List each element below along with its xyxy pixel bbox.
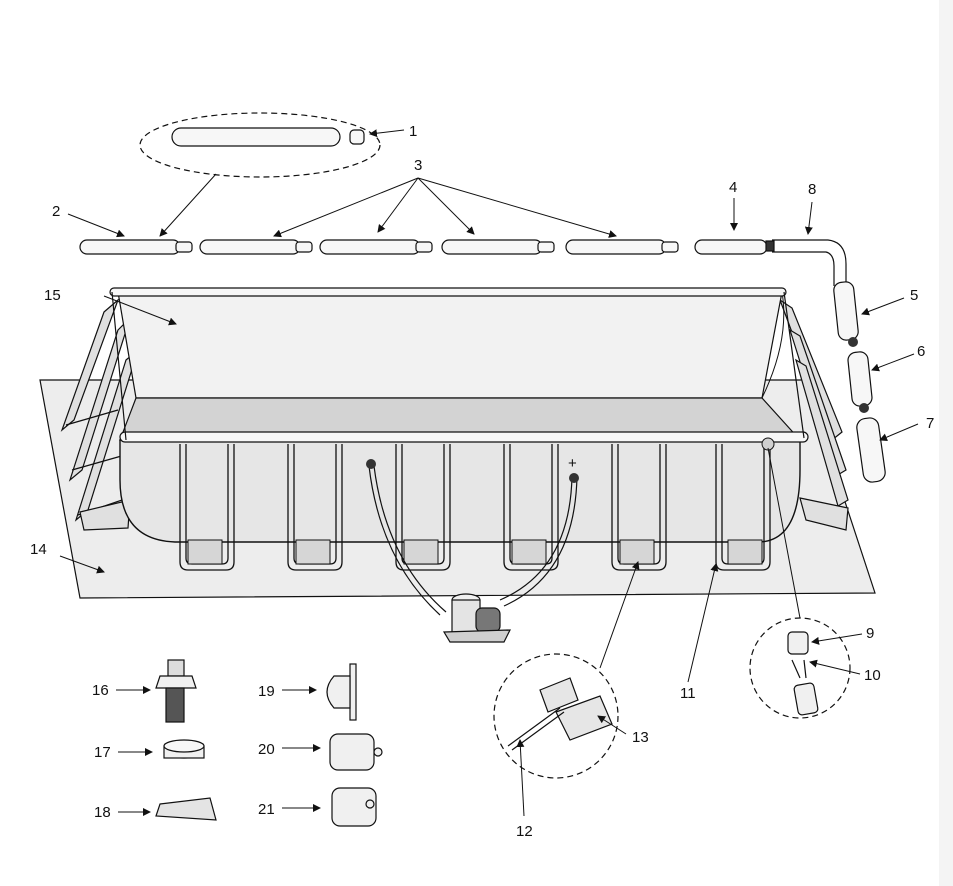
callout-16: 16 — [92, 682, 109, 699]
callout-8: 8 — [808, 181, 816, 198]
pool-wall — [119, 439, 801, 543]
callout-17: 17 — [94, 744, 111, 761]
leg-feet — [187, 539, 763, 565]
top-rail-back — [109, 287, 787, 297]
clip-parts — [507, 677, 613, 751]
leg-pipes — [833, 281, 886, 483]
group-12-13-outline — [493, 653, 619, 779]
accessory-parts — [155, 659, 383, 827]
pump-hoses — [368, 465, 578, 616]
callout-7: 7 — [926, 415, 934, 432]
corner-elbow-pipe — [765, 239, 847, 286]
seal-plug-parts — [787, 631, 819, 716]
top-rail-front — [119, 431, 809, 443]
beam-pipes — [79, 239, 768, 255]
callout-5: 5 — [910, 287, 918, 304]
leader-lines — [59, 129, 919, 817]
callout-19: 19 — [258, 683, 275, 700]
callout-18: 18 — [94, 804, 111, 821]
callout-4: 4 — [729, 179, 737, 196]
pipe-1 — [171, 127, 341, 147]
page-edge — [939, 0, 953, 886]
callout-1: 1 — [409, 123, 417, 140]
callout-21: 21 — [258, 801, 275, 818]
pool-liner — [117, 291, 783, 399]
pump-marker: + — [568, 455, 577, 472]
pin-1 — [349, 129, 365, 145]
filter-pump — [442, 593, 511, 643]
callout-15: 15 — [44, 287, 61, 304]
callout-6: 6 — [917, 343, 925, 360]
right-end-legs — [778, 298, 849, 531]
callout-12: 12 — [516, 823, 533, 840]
callout-2: 2 — [52, 203, 60, 220]
callout-3: 3 — [414, 157, 422, 174]
group-1-outline — [139, 112, 381, 178]
callout-9: 9 — [866, 625, 874, 642]
callout-11: 11 — [680, 685, 696, 702]
callout-13: 13 — [632, 729, 649, 746]
callout-10: 10 — [864, 667, 881, 684]
callout-20: 20 — [258, 741, 275, 758]
callout-14: 14 — [30, 541, 47, 558]
left-end-legs — [60, 298, 140, 531]
